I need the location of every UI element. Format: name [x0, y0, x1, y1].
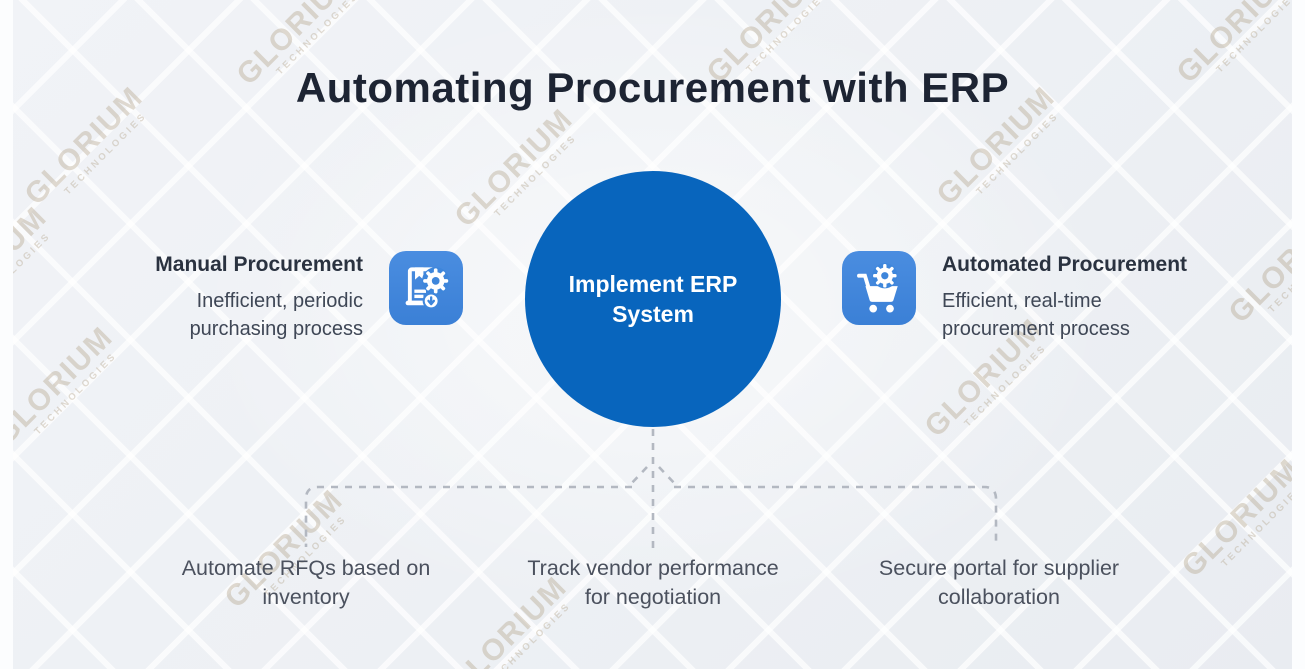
automated-procurement-heading: Automated Procurement: [942, 253, 1188, 276]
left-edge-strip: [0, 0, 13, 669]
manual-procurement-heading: Manual Procurement: [155, 253, 363, 276]
manual-procurement-description: Inefficient, periodic purchasing process: [189, 290, 363, 340]
automated-procurement-tile: [842, 251, 916, 325]
purchase-order-book-gear-icon: [405, 267, 450, 310]
right-edge-strip: [1292, 0, 1305, 669]
manual-procurement-text: Manual Procurement Inefficient, periodic…: [73, 252, 363, 343]
page-title: Automating Procurement with ERP: [295, 64, 1010, 111]
erp-system-node: Implement ERP System: [525, 171, 781, 427]
erp-system-label: Implement ERP System: [568, 271, 738, 327]
outcome-automate-rfqs: Automate RFQs based on inventory: [181, 556, 431, 609]
cart-gear-icon: [857, 263, 898, 313]
outcome-track-vendor-performance: Track vendor performance for negotiation: [527, 556, 779, 609]
outcome-secure-supplier-portal: Secure portal for supplier collaboration: [878, 556, 1120, 609]
automated-procurement-description: Efficient, real-time procurement process: [942, 290, 1130, 340]
automated-procurement-text: Automated Procurement Efficient, real-ti…: [942, 252, 1242, 343]
manual-procurement-tile: [389, 251, 463, 325]
